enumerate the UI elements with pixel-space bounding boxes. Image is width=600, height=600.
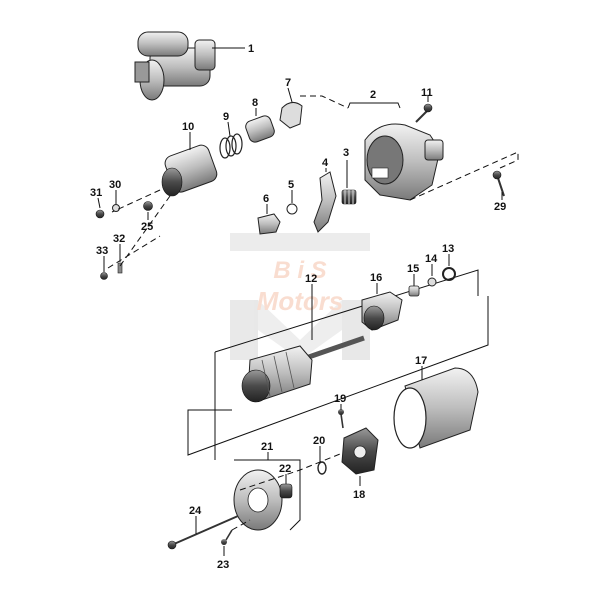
callout-13: 13 [442,243,454,255]
part-20-washer [317,461,327,475]
part-16-pinion-drive [361,291,403,331]
part-3-spring [341,189,357,205]
part-17-field-yoke [393,367,479,449]
part-33-nut [100,272,108,280]
part-22-bushing [279,483,293,499]
callout-7: 7 [285,77,291,89]
callout-5: 5 [288,179,294,191]
callout-4: 4 [322,157,329,169]
part-30-washer [112,204,120,212]
callout-22: 22 [279,463,291,475]
part-12-armature [241,335,365,403]
watermark-triangle [258,300,342,360]
part-10-solenoid [161,144,218,197]
part-9-return-spring [219,133,243,159]
leader-2 [347,102,401,109]
part-15-stop-collar [408,285,420,297]
callout-21: 21 [261,441,273,453]
callout-3: 3 [343,147,349,159]
callout-15: 15 [407,263,419,275]
callout-20: 20 [313,435,325,447]
callout-32: 32 [113,233,125,245]
leader-9 [227,121,231,137]
callout-9: 9 [223,111,229,123]
part-23-screw [221,529,233,545]
callout-25: 25 [141,221,153,233]
callout-30: 30 [109,179,121,191]
callout-1: 1 [248,43,254,55]
callout-24: 24 [189,505,202,517]
part-21-end-plate [233,469,283,531]
part-29-bolt [492,170,505,197]
leader-7 [287,87,293,103]
assembly-outline-mid [187,269,489,460]
watermark-box-left [230,300,258,360]
callout-17: 17 [415,355,427,367]
watermark-text-bis: B i S [273,257,326,284]
callout-10: 10 [182,121,194,133]
callout-33: 33 [96,245,108,257]
part-7-seal-plate [279,102,303,129]
callout-19: 19 [334,393,346,405]
part-8-plunger [245,115,275,143]
callout-16: 16 [370,272,382,284]
watermark-box-top [230,233,370,251]
callout-11: 11 [421,87,433,99]
callout-2: 2 [370,89,376,101]
part-2-drive-end-housing [364,123,444,201]
callout-12: 12 [305,273,317,285]
watermark-text-motors: Motors [257,286,344,316]
part-5-washer [286,203,298,215]
callout-8: 8 [252,97,258,109]
assembly-line-right [409,151,519,201]
part-1-starter-assembly [134,31,216,101]
part-11-bolt [415,103,433,123]
part-4-shift-fork [313,171,337,233]
part-19-screw [338,409,344,429]
assembly-line-solenoid [107,189,171,269]
part-14-washer [427,277,437,287]
part-31-nut [95,209,105,219]
part-18-brush-holder [341,427,379,475]
callout-14: 14 [425,253,438,265]
callout-29: 29 [494,201,506,213]
part-32-washer [117,262,123,274]
watermark-logo: B i S Motors [230,233,370,360]
assembly-line-top [300,95,349,109]
callout-18: 18 [353,489,365,501]
callout-31: 31 [90,187,102,199]
assembly-line-lower [231,453,341,531]
part-6-pivot-block [257,213,281,235]
assembly-outline-lower [234,459,301,531]
part-25-nut [143,201,153,211]
callout-6: 6 [263,193,269,205]
part-13-retaining-ring [442,267,456,281]
part-24-through-bolt [167,515,239,550]
leader-31 [97,197,101,209]
callout-23: 23 [217,559,229,571]
